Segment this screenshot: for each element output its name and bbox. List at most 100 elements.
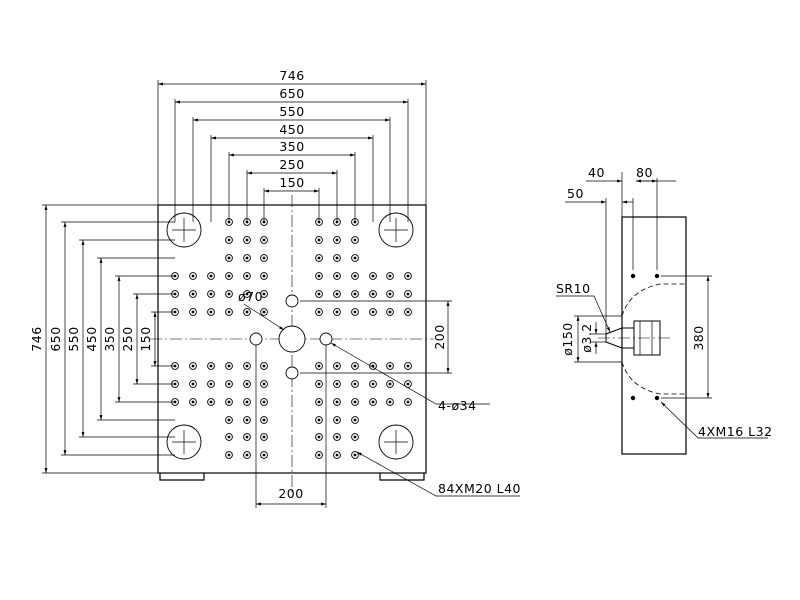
- dim-v-150: 150: [138, 326, 153, 351]
- locating-ring-lower: [621, 361, 686, 395]
- tapped-hole-center: [245, 274, 249, 278]
- tapped-hole-center: [317, 382, 321, 386]
- tapped-hole-center: [262, 400, 266, 404]
- tapped-hole-center: [335, 292, 339, 296]
- tapped-hole-center: [406, 310, 410, 314]
- tapped-hole-center: [335, 256, 339, 260]
- tapped-hole-center: [209, 400, 213, 404]
- tapped-hole-center: [335, 364, 339, 368]
- tapped-hole-center: [371, 292, 375, 296]
- horizontal-dimensions: 746 650 550 450 350 250 150: [157, 68, 427, 222]
- tapped-hole-center: [191, 292, 195, 296]
- tapped-hole-center: [227, 435, 231, 439]
- tapped-hole-center: [317, 238, 321, 242]
- tapped-hole-center: [388, 400, 392, 404]
- side-tapped-label: 4XM16 L32: [698, 424, 773, 439]
- center-hole-label: ø70: [238, 289, 263, 304]
- callout-tapped-holes: 84XM20 L40: [356, 451, 521, 497]
- tapped-hole-center: [406, 382, 410, 386]
- tapped-hole-center: [227, 418, 231, 422]
- tapped-hole-center: [353, 292, 357, 296]
- tapped-hole-center: [245, 400, 249, 404]
- nozzle-bushing: [598, 320, 670, 356]
- tapped-hole-center: [262, 274, 266, 278]
- tapped-hole-center: [245, 453, 249, 457]
- tapped-hole-center: [353, 382, 357, 386]
- tapped-hole-center: [317, 274, 321, 278]
- tapped-hole-center: [317, 364, 321, 368]
- dim-380-label: 380: [691, 325, 706, 350]
- front-view: 746 650 550 450 350 250 150: [29, 68, 521, 508]
- tapped-hole-center: [335, 453, 339, 457]
- tapped-hole-center: [262, 364, 266, 368]
- tie-bar-holes: [166, 212, 414, 460]
- tapped-hole-center: [227, 310, 231, 314]
- dim-h-746: 746: [279, 68, 304, 83]
- tapped-hole-center: [371, 382, 375, 386]
- dim-h-650: 650: [279, 86, 304, 101]
- tapped-hole-center: [353, 238, 357, 242]
- tapped-hole-center: [191, 274, 195, 278]
- tapped-hole-center: [209, 364, 213, 368]
- callout-center-hole: ø70: [238, 289, 285, 331]
- dim-h-150: 150: [279, 175, 304, 190]
- tapped-hole-center: [191, 364, 195, 368]
- tapped-hole-center: [245, 292, 249, 296]
- tapped-hole-center: [371, 274, 375, 278]
- dim-v-350: 350: [102, 326, 117, 351]
- tapped-hole-center: [245, 256, 249, 260]
- side-tapped-holes: [630, 273, 712, 401]
- dim-v-550: 550: [66, 326, 81, 351]
- tapped-hole-center: [353, 453, 357, 457]
- tapped-hole-center: [371, 400, 375, 404]
- hole-34: [285, 366, 299, 380]
- tapped-hole-center: [388, 292, 392, 296]
- tapped-hole-center: [245, 382, 249, 386]
- tapped-hole-center: [262, 435, 266, 439]
- tapped-hole-center: [388, 274, 392, 278]
- tapped-hole-center: [317, 435, 321, 439]
- tapped-hole-center: [262, 238, 266, 242]
- center-hole-70: [278, 325, 306, 353]
- callout-side-holes: 4-ø34: [330, 342, 490, 413]
- tapped-hole-center: [317, 292, 321, 296]
- dim-bottom-200-label: 200: [278, 486, 303, 501]
- tapped-hole-center: [262, 292, 266, 296]
- dim-40: 40: [588, 165, 605, 180]
- tapped-hole-center: [353, 310, 357, 314]
- tapped-hole-center: [335, 382, 339, 386]
- tapped-hole-center: [335, 238, 339, 242]
- tapped-hole-center: [388, 310, 392, 314]
- tapped-hole-center: [317, 453, 321, 457]
- tapped-hole-center: [371, 310, 375, 314]
- foot-left: [159, 473, 205, 481]
- tapped-hole-center: [317, 418, 321, 422]
- tapped-hole-center: [406, 364, 410, 368]
- tapped-hole-center: [245, 435, 249, 439]
- hole-34: [319, 332, 333, 346]
- tapped-hole-center: [353, 418, 357, 422]
- tapped-hole-center: [209, 382, 213, 386]
- tapped-hole-center: [317, 400, 321, 404]
- dim-v-650: 650: [48, 326, 63, 351]
- tapped-hole-center: [406, 274, 410, 278]
- tapped-hole-center: [227, 274, 231, 278]
- tapped-hole-center: [353, 364, 357, 368]
- tapped-hole-center: [335, 400, 339, 404]
- tapped-hole-center: [317, 310, 321, 314]
- tapped-hole-center: [317, 256, 321, 260]
- tapped-hole-center: [191, 310, 195, 314]
- tapped-hole-center: [227, 453, 231, 457]
- tapped-hole-center: [191, 382, 195, 386]
- tapped-hole-center: [209, 310, 213, 314]
- tapped-hole-center: [262, 418, 266, 422]
- hole-34: [285, 294, 299, 308]
- tapped-hole-center: [227, 400, 231, 404]
- tapped-holes-label: 84XM20 L40: [438, 481, 521, 496]
- tapped-hole-center: [353, 435, 357, 439]
- dim-h-250: 250: [279, 157, 304, 172]
- tapped-hole-center: [406, 400, 410, 404]
- tapped-hole-center: [388, 382, 392, 386]
- sr10-label: SR10: [556, 281, 591, 296]
